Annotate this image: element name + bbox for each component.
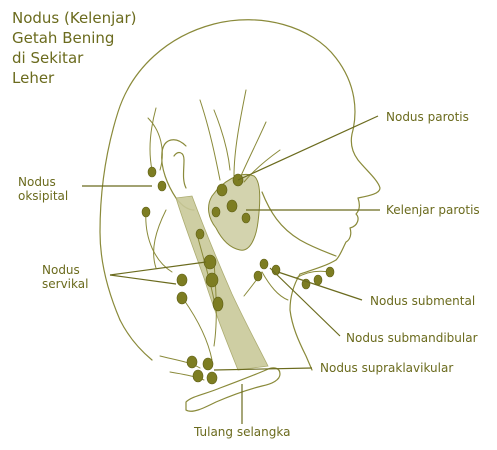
label-nodus-servikal-line1: Nodus: [42, 263, 80, 277]
sternocleidomastoid-muscle: [175, 195, 269, 371]
parotid-node: [216, 183, 228, 197]
title-line-1: Nodus (Kelenjar): [12, 9, 136, 27]
leader-nodus-supraklavikular: [213, 367, 313, 371]
occipital-node: [157, 180, 167, 192]
supraclavicular-node: [206, 371, 218, 385]
lymphatic-vessels: [145, 89, 331, 381]
diagram-labels: Nodus parotis Nodus oksipital Kelenjar p…: [18, 110, 480, 439]
cervical-node: [212, 296, 224, 312]
label-nodus-oksipital-line1: Nodus: [18, 175, 56, 189]
supraclavicular-node: [202, 357, 214, 371]
label-kelenjar-parotis: Kelenjar parotis: [386, 203, 480, 217]
title-line-2: Getah Bening: [12, 29, 114, 47]
occipital-node: [141, 206, 151, 218]
cervical-node: [176, 291, 188, 305]
head-outline: [99, 19, 381, 371]
leader-nodus-servikal-lower: [109, 274, 177, 285]
title-line-3: di Sekitar: [12, 49, 84, 67]
label-nodus-parotis: Nodus parotis: [386, 110, 469, 124]
occipital-node: [147, 166, 157, 178]
supraclavicular-node: [192, 369, 204, 383]
label-nodus-oksipital-line2: oksipital: [18, 189, 68, 203]
label-nodus-submandibular: Nodus submandibular: [346, 331, 478, 345]
leader-lines: [82, 115, 380, 424]
label-tulang-selangka: Tulang selangka: [193, 425, 290, 439]
label-nodus-submental: Nodus submental: [370, 294, 475, 308]
clavicle-bone: [185, 367, 281, 412]
submental-node: [313, 274, 323, 286]
parotid-node: [226, 199, 238, 213]
cervical-node: [176, 273, 188, 287]
title-line-4: Leher: [12, 69, 55, 87]
supraclavicular-node: [186, 355, 198, 369]
diagram-title: Nodus (Kelenjar) Getah Bening di Sekitar…: [12, 9, 136, 87]
leader-nodus-parotis: [237, 115, 379, 181]
parotid-node: [241, 212, 251, 224]
submandibular-node: [259, 258, 269, 270]
leader-nodus-servikal-upper: [109, 261, 207, 276]
leader-nodus-submental: [277, 271, 363, 301]
leader-nodus-submandibular: [269, 267, 341, 337]
label-nodus-supraklavikular: Nodus supraklavikular: [320, 361, 453, 375]
submental-node: [325, 266, 335, 278]
parotid-node: [211, 206, 221, 218]
submandibular-node: [253, 270, 263, 282]
cervical-node: [205, 272, 219, 288]
cervical-node: [195, 228, 205, 240]
label-nodus-servikal-line2: servikal: [42, 277, 88, 291]
